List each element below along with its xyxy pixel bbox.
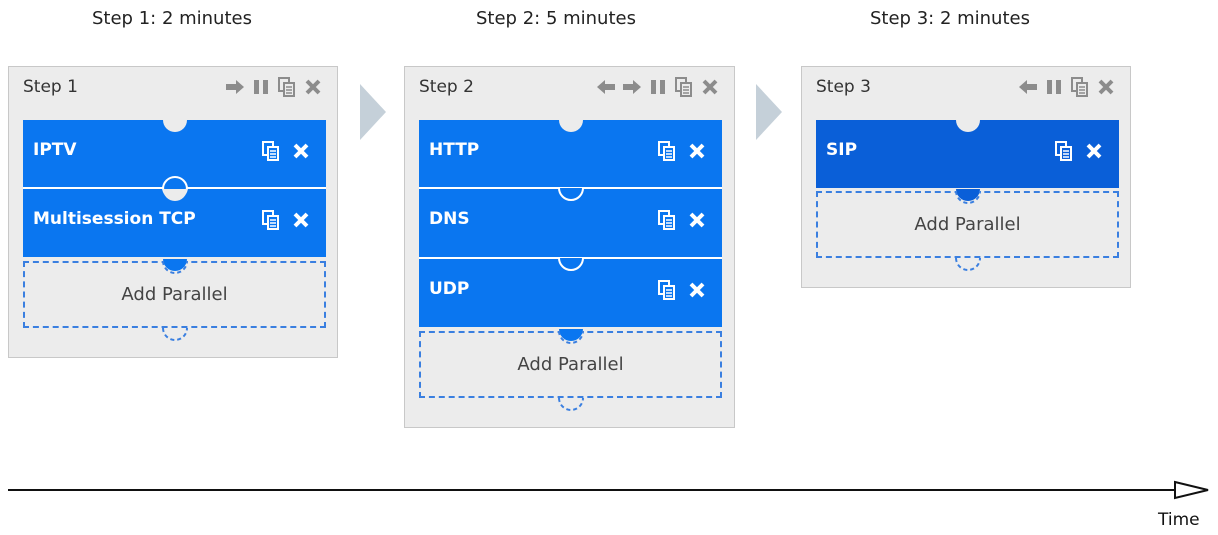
close-icon[interactable] <box>686 209 708 231</box>
service-label: UDP <box>429 279 470 299</box>
service-block-dns[interactable]: DNS <box>419 189 722 257</box>
add-parallel-button[interactable]: Add Parallel <box>419 331 722 398</box>
arrow-left-icon[interactable] <box>596 76 616 98</box>
pause-icon[interactable] <box>251 76 271 98</box>
service-block-multisession-tcp[interactable]: Multisession TCP <box>23 189 326 257</box>
service-block-sip[interactable]: SIP <box>816 120 1119 188</box>
step-3-title: Step 3: 2 minutes <box>870 8 1030 29</box>
copy-icon[interactable] <box>277 76 297 98</box>
arrow-right-icon[interactable] <box>622 76 642 98</box>
arrow-right-icon[interactable] <box>225 76 245 98</box>
copy-icon[interactable] <box>656 209 678 231</box>
step-3-panel[interactable]: Step 3 SIP Add Parallel <box>801 66 1131 288</box>
step-3-toolbar <box>1018 76 1116 98</box>
step-2-toolbar <box>596 76 720 98</box>
close-icon[interactable] <box>700 76 720 98</box>
step-1-title: Step 1: 2 minutes <box>92 8 252 29</box>
add-parallel-button[interactable]: Add Parallel <box>816 191 1119 258</box>
service-label: IPTV <box>33 140 77 160</box>
arrow-left-icon[interactable] <box>1018 76 1038 98</box>
step-2-panel[interactable]: Step 2 HTTP DNS UDP Add Parallel <box>404 66 735 428</box>
close-icon[interactable] <box>1083 140 1105 162</box>
chevron-right-icon <box>756 84 782 140</box>
copy-icon[interactable] <box>260 140 282 162</box>
close-icon[interactable] <box>686 140 708 162</box>
copy-icon[interactable] <box>260 209 282 231</box>
copy-icon[interactable] <box>656 279 678 301</box>
close-icon[interactable] <box>686 279 708 301</box>
service-block-iptv[interactable]: IPTV <box>23 120 326 188</box>
service-block-http[interactable]: HTTP <box>419 120 722 188</box>
close-icon[interactable] <box>290 209 312 231</box>
timeline-arrow <box>8 480 1209 500</box>
close-icon[interactable] <box>1096 76 1116 98</box>
close-icon[interactable] <box>290 140 312 162</box>
add-parallel-button[interactable]: Add Parallel <box>23 261 326 328</box>
service-label: DNS <box>429 209 470 229</box>
chevron-right-icon <box>360 84 386 140</box>
copy-icon[interactable] <box>1070 76 1090 98</box>
close-icon[interactable] <box>303 76 323 98</box>
service-label: Multisession TCP <box>33 209 196 229</box>
step-3-name: Step 3 <box>816 77 871 97</box>
step-1-toolbar <box>225 76 323 98</box>
copy-icon[interactable] <box>1053 140 1075 162</box>
step-1-panel[interactable]: Step 1 IPTV Multisession TCP Add Paralle… <box>8 66 338 358</box>
service-label: HTTP <box>429 140 480 160</box>
service-label: SIP <box>826 140 858 160</box>
timeline-label: Time <box>1158 510 1200 530</box>
step-1-name: Step 1 <box>23 77 78 97</box>
pause-icon[interactable] <box>1044 76 1064 98</box>
step-2-title: Step 2: 5 minutes <box>476 8 636 29</box>
pause-icon[interactable] <box>648 76 668 98</box>
copy-icon[interactable] <box>656 140 678 162</box>
step-2-name: Step 2 <box>419 77 474 97</box>
service-block-udp[interactable]: UDP <box>419 259 722 327</box>
copy-icon[interactable] <box>674 76 694 98</box>
